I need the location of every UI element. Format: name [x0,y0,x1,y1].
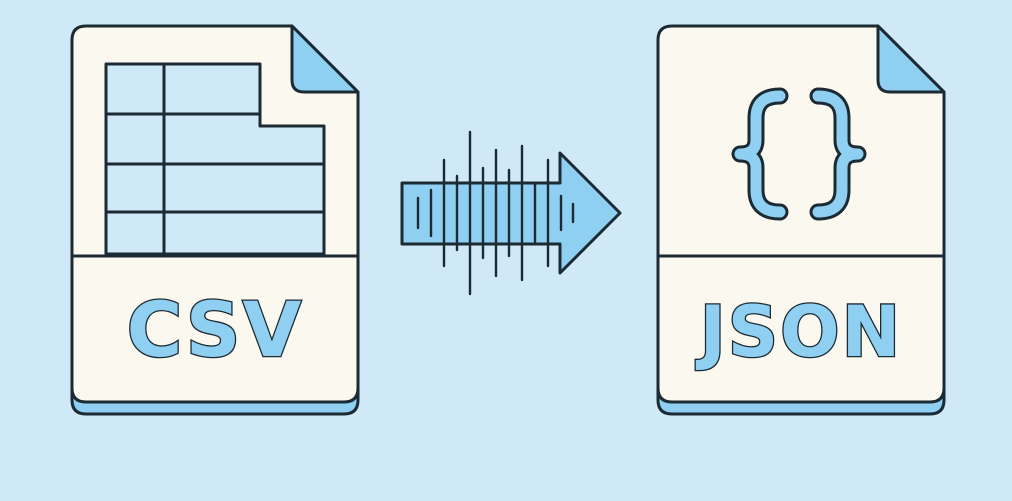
csv-label: CSV [127,285,304,374]
curly-braces-icon [731,87,867,221]
arrow-right-icon [400,130,622,296]
csv-file-icon: CSV [70,24,360,416]
json-label: JSON [696,291,903,373]
json-file-icon: JSON [656,24,946,416]
table-grid-icon [104,62,326,256]
